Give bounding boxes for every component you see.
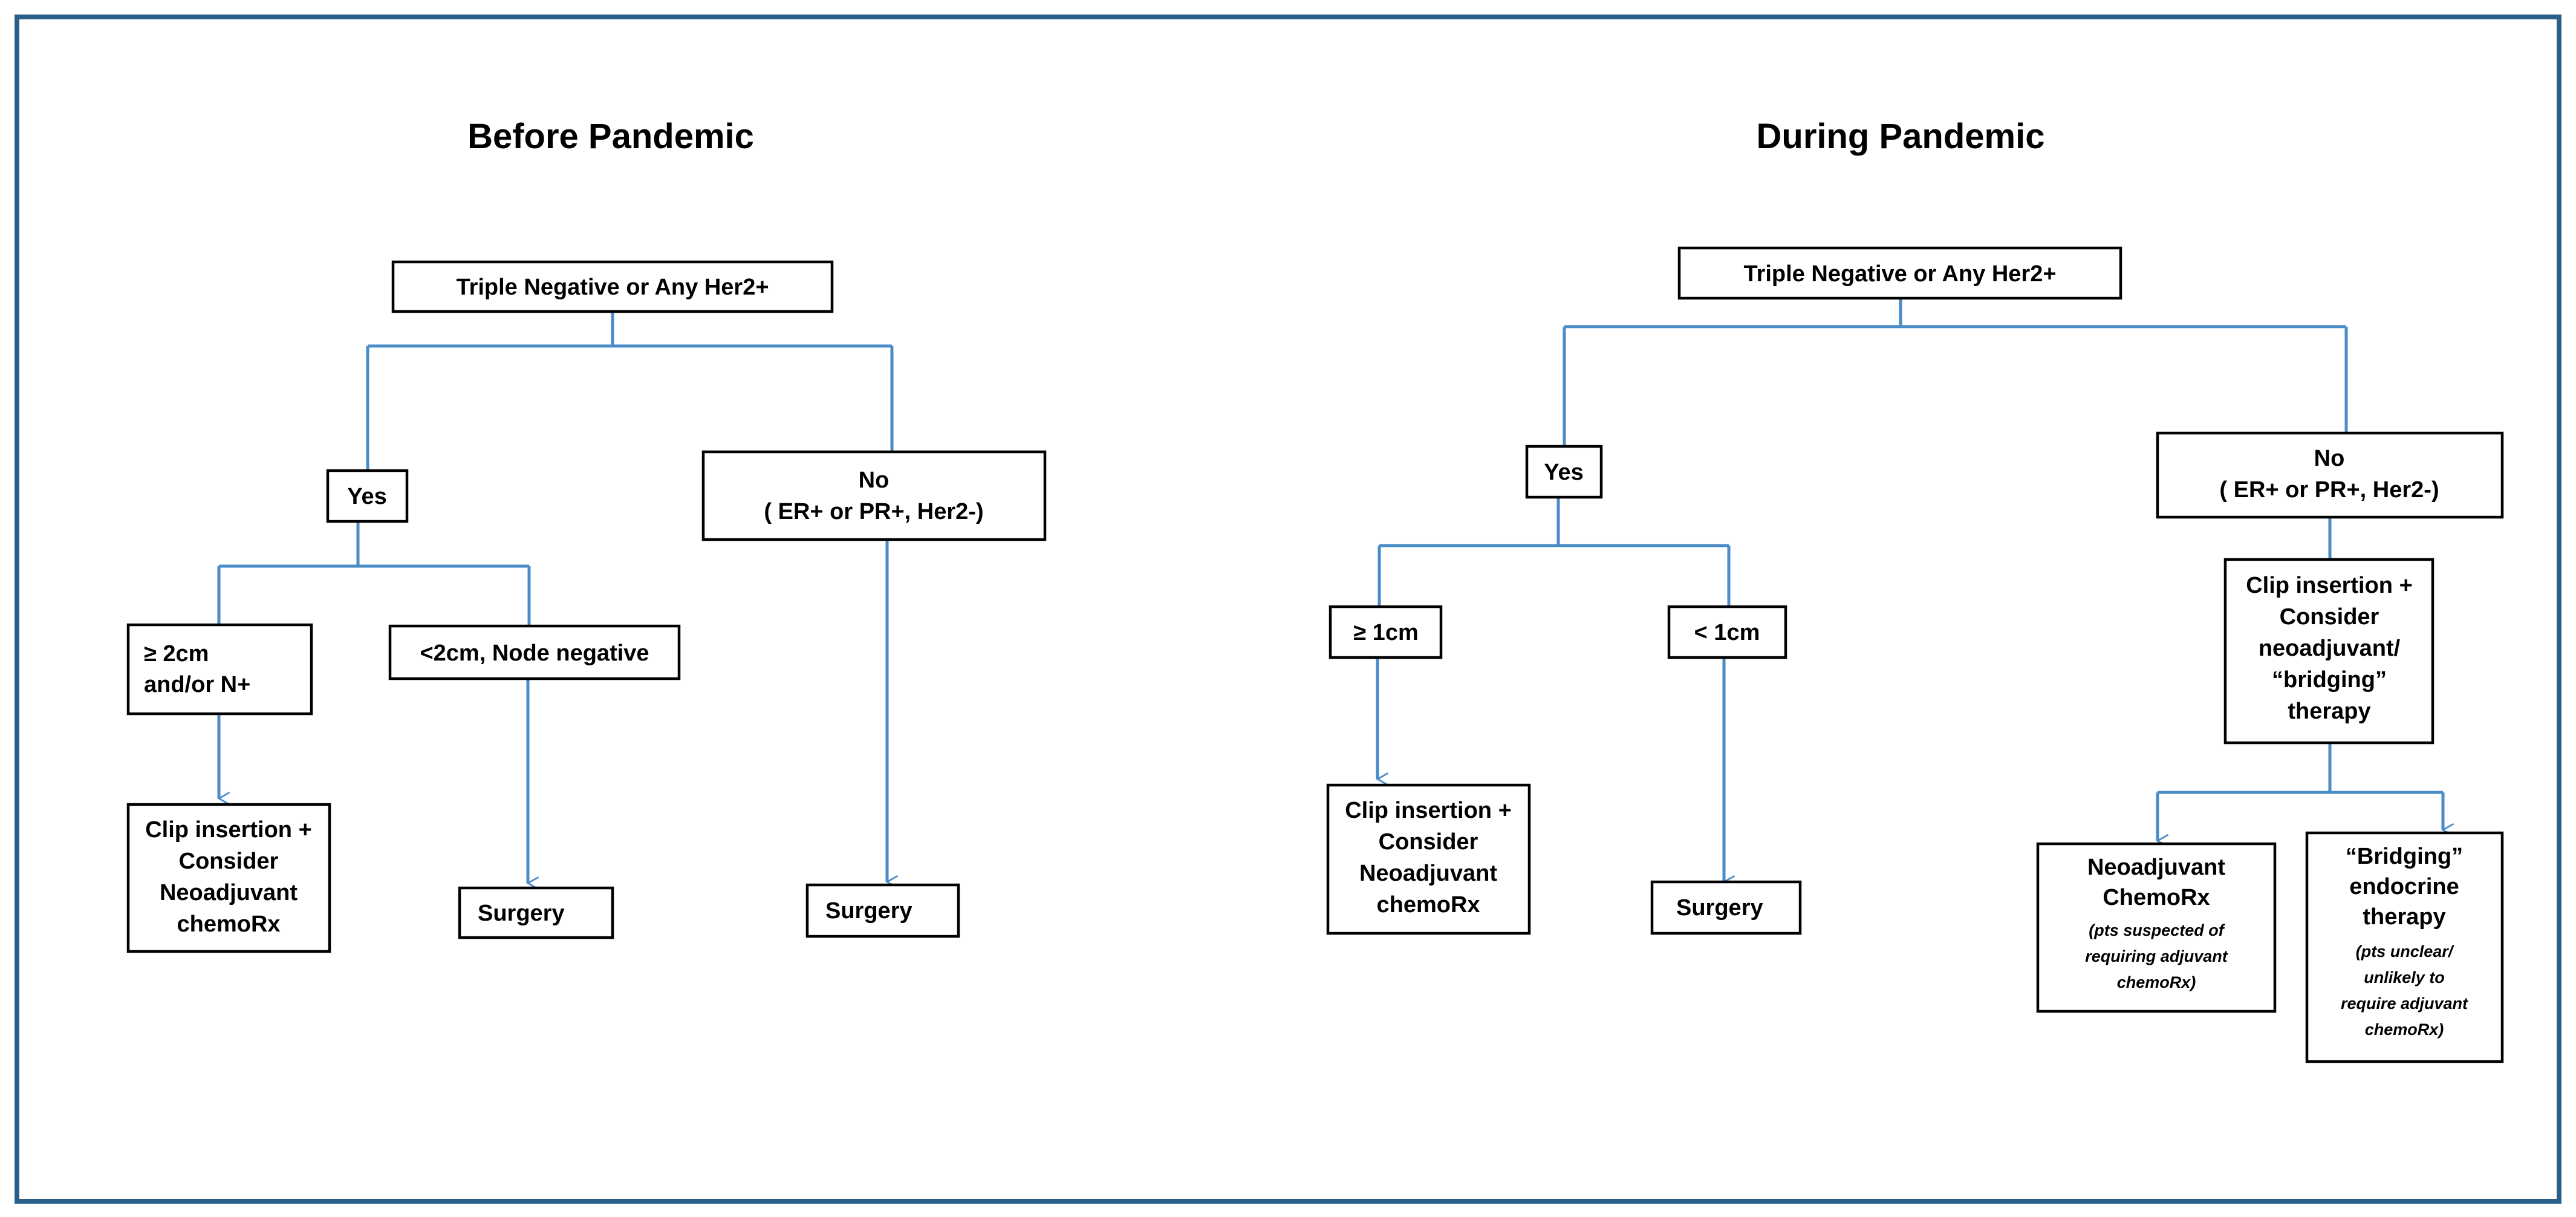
before-lt2cm-label: <2cm, Node negative: [420, 641, 649, 666]
during-clip-bridging-box: Clip insertion + Consider neoadjuvant/ “…: [2223, 558, 2435, 745]
before-no-label-line1: No: [859, 468, 890, 493]
during-clip-bridging-line5: therapy: [2288, 699, 2370, 724]
during-root-box: Triple Negative or Any Her2+: [1677, 246, 2122, 300]
during-ge1cm-label: ≥ 1cm: [1353, 620, 1418, 645]
during-clip-bridging-line1: Clip insertion +: [2246, 573, 2413, 598]
during-yes-box: Yes: [1525, 445, 1603, 499]
during-yes-label: Yes: [1544, 460, 1584, 485]
during-bridging-line2: endocrine: [2349, 874, 2459, 899]
during-bridging-line1: “Bridging”: [2346, 844, 2463, 869]
during-clip-bridging-line3: neoadjuvant/: [2259, 636, 2401, 661]
before-clip-line1: Clip insertion +: [145, 817, 312, 843]
during-clip-box: Clip insertion + Consider Neoadjuvant ch…: [1326, 783, 1531, 935]
title-during-pandemic: During Pandemic: [1757, 117, 2045, 156]
before-ge2cm-line1: ≥ 2cm: [144, 641, 209, 667]
during-neoadjuvant-line1: Neoadjuvant: [2087, 855, 2225, 880]
before-no-label-line2: ( ER+ or PR+, Her2-): [764, 499, 983, 524]
before-clip-line3: Neoadjuvant: [160, 880, 298, 905]
during-neoadjuvant-note3: chemoRx): [2117, 973, 2196, 991]
during-ge1cm-box: ≥ 1cm: [1329, 605, 1443, 659]
during-bridging-box: “Bridging” endocrine therapy (pts unclea…: [2305, 831, 2504, 1063]
during-no-label-line1: No: [2314, 446, 2345, 471]
during-bridging-note3: require adjuvant: [2341, 994, 2468, 1013]
before-surgery-no-label: Surgery: [825, 898, 912, 924]
during-root-label: Triple Negative or Any Her2+: [1743, 261, 2056, 287]
during-bridging-note1: (pts unclear/: [2356, 942, 2454, 961]
before-clip-box: Clip insertion + Consider Neoadjuvant ch…: [126, 803, 331, 953]
before-root-box: Triple Negative or Any Her2+: [391, 260, 834, 313]
before-surgery-small-label: Surgery: [478, 901, 565, 926]
before-surgery-no-box: Surgery: [805, 883, 960, 938]
during-bridging-note4: chemoRx): [2365, 1020, 2444, 1039]
during-surgery-box: Surgery: [1650, 880, 1802, 935]
before-surgery-small-box: Surgery: [458, 886, 614, 939]
during-clip-bridging-line2: Consider: [2280, 604, 2379, 630]
during-bridging-line3: therapy: [2363, 904, 2445, 930]
before-ge2cm-box: ≥ 2cm and/or N+: [126, 623, 313, 716]
before-no-box: No ( ER+ or PR+, Her2-): [701, 450, 1047, 541]
before-clip-line2: Consider: [179, 849, 279, 874]
before-ge2cm-line2: and/or N+: [144, 672, 250, 697]
title-before-pandemic: Before Pandemic: [467, 117, 754, 156]
during-clip-line2: Consider: [1379, 829, 1478, 855]
during-no-label-line2: ( ER+ or PR+, Her2-): [2219, 477, 2439, 503]
during-neoadjuvant-note2: requiring adjuvant: [2085, 947, 2228, 965]
before-yes-label: Yes: [347, 484, 387, 509]
during-clip-line3: Neoadjuvant: [1359, 861, 1497, 886]
during-clip-line1: Clip insertion +: [1345, 798, 1512, 823]
during-neoadjuvant-line2: ChemoRx: [2103, 885, 2210, 910]
outer-frame: [15, 15, 2561, 1204]
during-neoadjuvant-note1: (pts suspected of: [2089, 921, 2226, 939]
during-neoadjuvant-box: Neoadjuvant ChemoRx (pts suspected of re…: [2036, 842, 2277, 1013]
during-no-box: No ( ER+ or PR+, Her2-): [2156, 431, 2504, 519]
before-root-label: Triple Negative or Any Her2+: [456, 275, 769, 300]
before-clip-line4: chemoRx: [177, 912, 280, 937]
during-lt1cm-box: < 1cm: [1667, 605, 1787, 659]
during-surgery-label: Surgery: [1676, 895, 1763, 921]
during-connectors: [1376, 298, 2443, 882]
during-clip-bridging-line4: “bridging”: [2272, 667, 2387, 693]
before-yes-box: Yes: [326, 469, 409, 523]
before-connectors: [217, 312, 892, 883]
during-lt1cm-label: < 1cm: [1694, 620, 1760, 645]
before-lt2cm-box: <2cm, Node negative: [388, 624, 681, 680]
during-bridging-note2: unlikely to: [2364, 968, 2445, 987]
during-clip-line4: chemoRx: [1376, 892, 1480, 918]
